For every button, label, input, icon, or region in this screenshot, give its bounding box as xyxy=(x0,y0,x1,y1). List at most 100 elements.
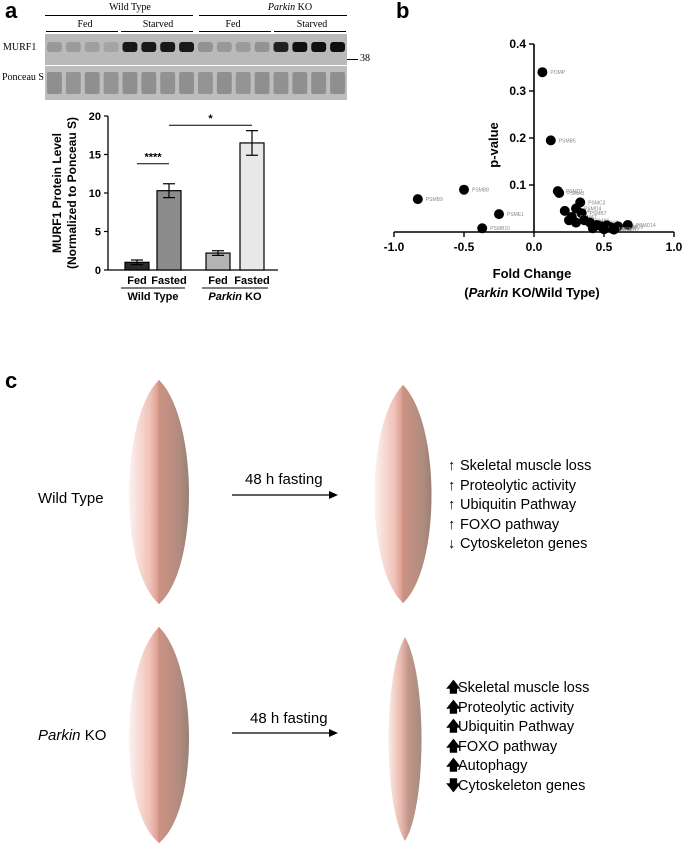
scatter-point-label: PSMD11 xyxy=(612,227,632,233)
scatter-point-label: PSMA3 xyxy=(567,191,584,197)
scatter-point-label: PSMD2 xyxy=(622,228,639,234)
scatter-point xyxy=(545,135,556,146)
genotype-rest-ko: KO xyxy=(80,727,107,744)
scatter-point xyxy=(554,187,565,198)
bar-category-label: Fasted xyxy=(151,275,186,287)
bar-y-tick-label: 20 xyxy=(89,111,101,123)
up-arrow-icon: 🡅 xyxy=(446,738,461,755)
scatter-point xyxy=(622,219,633,230)
finding-wt-0: ↑Skeletal muscle loss xyxy=(448,458,592,474)
blot-line-fed-ko xyxy=(199,31,271,32)
ponceau-band xyxy=(122,72,138,94)
ponceau-band xyxy=(254,72,270,94)
murf1-band xyxy=(216,42,232,52)
bar-y-tick-label: 0 xyxy=(95,265,101,277)
scatter-x-tick-label: -1.0 xyxy=(384,240,405,254)
scatter-x-tick-label: 1.0 xyxy=(666,240,683,254)
bar-y-tick-label: 15 xyxy=(89,150,101,162)
scatter-point-label: PSMD3 xyxy=(626,224,643,230)
muscle-ko-before xyxy=(128,627,190,843)
scatter-point xyxy=(559,205,570,216)
blot-line-fed-wt xyxy=(46,31,118,32)
western-blot: Wild Type Parkin KO Fed Starved Fed Star… xyxy=(0,0,380,110)
ponceau-band xyxy=(103,72,119,94)
finding-ko-4: 🡅Autophagy xyxy=(446,757,589,777)
bar-y-tick-label: 10 xyxy=(89,188,101,200)
finding-ko-0: 🡅Skeletal muscle loss xyxy=(446,679,589,699)
blot-row-murf1: MURF1 xyxy=(3,42,37,53)
bar-ylabel-line1: MURF1 Protein Level xyxy=(50,133,64,253)
scatter-point-label: PSMD4 xyxy=(584,207,601,213)
murf1-band xyxy=(235,42,251,52)
scatter-x-tick-label: 0.0 xyxy=(526,240,543,254)
muscle-wt-before xyxy=(128,380,190,604)
bar-category-label: Fed xyxy=(208,275,228,287)
up-arrow-icon: 🡅 xyxy=(446,680,461,696)
finding-wt-4: ↓Cytoskeleton genes xyxy=(448,536,588,552)
blot-marker-label: 38 xyxy=(360,53,370,64)
ponceau-band xyxy=(160,72,176,94)
scatter-point xyxy=(599,224,609,235)
up-arrow-icon: 🡅 xyxy=(446,719,461,735)
finding-ko-2: 🡅Ubiquitin Pathway xyxy=(446,718,589,738)
scatter-point xyxy=(494,209,504,220)
ponceau-band xyxy=(198,72,213,94)
blot-row-ponceau: Ponceau S xyxy=(2,72,44,83)
scatter-point-label: POMP xyxy=(550,70,565,76)
ponceau-band xyxy=(141,72,157,94)
bar-ylabel-line2: (Normalized to Ponceau S) xyxy=(65,117,79,269)
scatter-point xyxy=(412,194,423,205)
murf1-band xyxy=(47,42,62,52)
up-arrow-icon: 🡅 xyxy=(446,758,461,774)
finding-wt-3: ↑FOXO pathway xyxy=(448,516,560,533)
blot-condition-starved-ko: Starved xyxy=(296,19,328,30)
ponceau-band xyxy=(84,72,100,94)
scatter-point-label: PSMB10 xyxy=(490,226,510,232)
scatter-point-label: PSMA6 xyxy=(592,218,609,224)
scatter-y-tick-label: 0.2 xyxy=(509,131,526,145)
arrow-label-ko: 48 h fasting xyxy=(250,710,328,727)
scatter-x-tick-label: -0.5 xyxy=(454,240,475,254)
scatter-ylabel: p-value xyxy=(486,122,501,168)
murf1-band xyxy=(311,42,327,52)
blot-ko-text: KO xyxy=(297,2,313,13)
murf1-band xyxy=(160,42,176,52)
bar-3 xyxy=(239,142,265,271)
finding-wt-1: ↑Proteolytic activity xyxy=(448,477,577,494)
scatter-point xyxy=(587,223,598,234)
scatter-point xyxy=(459,184,469,195)
panel-c-letter: c xyxy=(5,368,18,393)
ponceau-band xyxy=(65,72,81,94)
muscle-ko-after xyxy=(388,637,422,841)
significance-label: * xyxy=(208,113,213,125)
bar-category-label: Fed xyxy=(127,275,147,287)
bar-1 xyxy=(156,190,182,271)
finding-ko-1: 🡅Proteolytic activity xyxy=(446,699,589,719)
scatter-point-label: PSMB7 xyxy=(590,211,607,217)
murf1-band xyxy=(141,42,157,52)
blot-group-label-wild-type: Wild Type xyxy=(109,2,151,13)
blot-condition-fed-ko: Fed xyxy=(225,19,241,30)
murf1-band xyxy=(330,42,345,52)
murf1-band xyxy=(122,42,138,52)
blot-condition-fed-wt: Fed xyxy=(77,19,93,30)
scatter-point xyxy=(537,67,548,78)
scatter-point-label: PSMD1 xyxy=(566,189,583,195)
muscle-wt-after xyxy=(374,385,432,603)
finding-ko-5: 🡇Cytoskeleton genes xyxy=(446,777,589,797)
scatter-point xyxy=(571,217,581,228)
significance-label: **** xyxy=(144,152,162,164)
blot-image xyxy=(45,34,347,100)
ponceau-band xyxy=(273,72,289,94)
murf1-band xyxy=(65,42,81,52)
blot-parkin-italic: Parkin xyxy=(267,2,296,13)
scatter-point-label: PSMB5 xyxy=(559,138,576,144)
scatter-point-label: PSMC3 xyxy=(588,200,605,206)
scatter-point-label: PSME1 xyxy=(507,212,524,218)
murf1-band xyxy=(103,42,119,52)
fasting-arrow-wt xyxy=(232,491,338,499)
scatter-point-label: PSMB8 xyxy=(472,188,489,194)
finding-ko-3: 🡅FOXO pathway xyxy=(446,738,589,758)
